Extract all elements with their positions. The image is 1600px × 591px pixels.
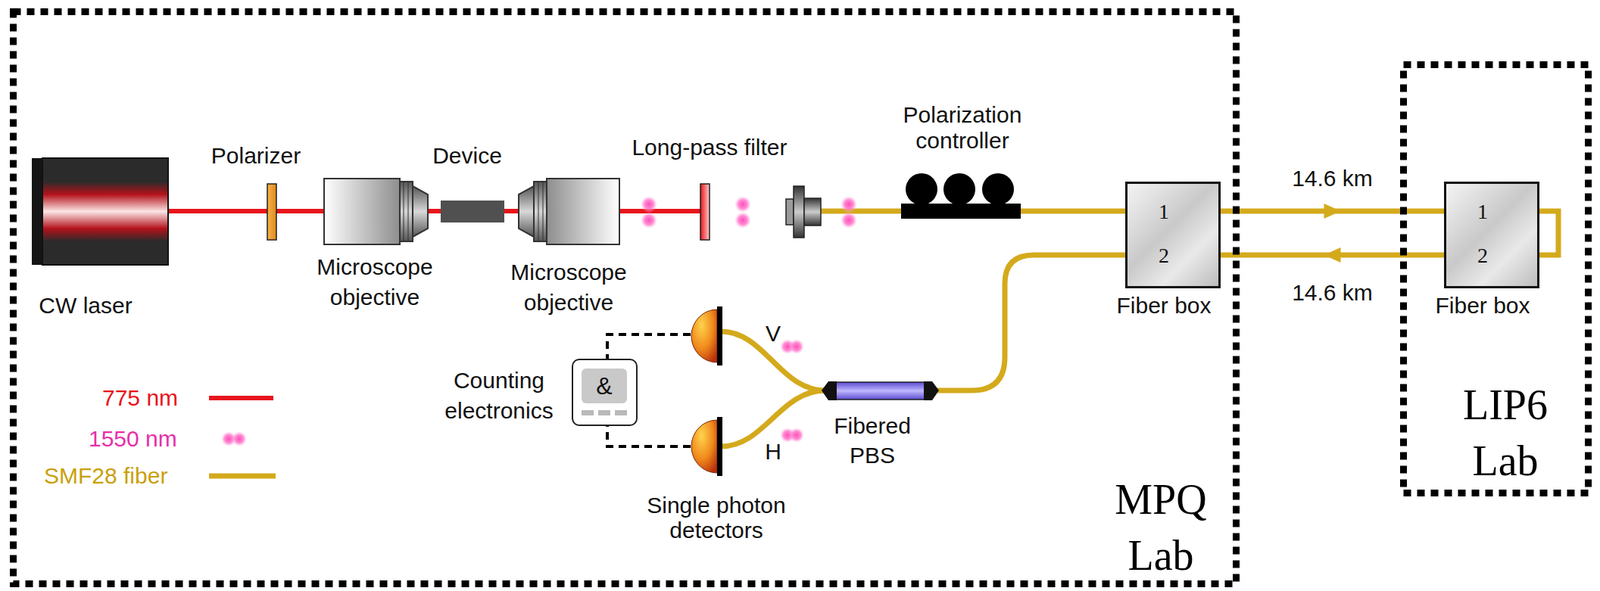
part-label: H [757, 439, 789, 465]
polarizer-symbol [267, 184, 277, 241]
part-label-holder: Single photon detectors [625, 492, 808, 543]
legend-text-holder: 1550 nm [88, 426, 241, 453]
dashed-outline [1403, 65, 1589, 494]
part-label-holder: Device [391, 143, 543, 169]
arrow-head [1324, 247, 1342, 263]
button [614, 410, 627, 416]
port-number: 1 [1127, 199, 1201, 225]
box-label: Fiber box [1080, 293, 1248, 319]
lab-region: LIP6 Lab 1 2Fiber box [1400, 61, 1592, 497]
legend-sample [221, 431, 247, 447]
box-label-holder: Counting electronics [437, 365, 561, 427]
port-number: 1 [1446, 199, 1519, 225]
counting-electronics-box: &Counting electronics [571, 358, 638, 427]
edge-label-holder: 14.6 km [1256, 280, 1409, 306]
part-label-holder: Polarization controller [882, 102, 1042, 154]
pbs-symbol [821, 381, 939, 401]
legend-text: 1550 nm [88, 426, 241, 453]
region-border [9, 8, 1240, 588]
edge-label: 14.6 km [1256, 280, 1409, 306]
port-number-holder: 2 [1446, 243, 1519, 269]
part-label: CW laser [9, 293, 162, 319]
laser-beam [168, 208, 701, 214]
gate-symbol: & [581, 371, 627, 401]
dashed-outline [13, 12, 1237, 585]
part-label: Device [391, 143, 543, 169]
part-label-holder: Microscope objective [299, 252, 451, 313]
filter-symbol [700, 184, 710, 241]
part-label-holder: Polarizer [157, 143, 355, 169]
part-label: V [757, 321, 789, 347]
edge-label: 14.6 km [1256, 165, 1409, 192]
device-symbol [440, 200, 505, 223]
button [581, 410, 594, 416]
region-title-holder: MPQ Lab [1107, 471, 1214, 584]
part-label: Long-pass filter [595, 134, 824, 161]
legend-text: 775 nm [102, 385, 254, 412]
photon-pair [640, 196, 858, 443]
part-label: Fibered PBS [815, 411, 930, 471]
fiber [720, 211, 1129, 447]
legend-text-holder: SMF28 fiber [43, 463, 196, 490]
objective-symbol [324, 178, 428, 245]
legend-sample [208, 396, 274, 401]
region-title: MPQ Lab [1107, 471, 1214, 584]
box-label-holder: Fiber box [1399, 293, 1566, 319]
part-label-holder: Microscope objective [492, 257, 645, 319]
port-number-holder: 1 [1446, 199, 1519, 225]
objective-symbol [518, 178, 620, 245]
legend-text-holder: 775 nm [102, 385, 254, 412]
port-number-holder: 2 [1127, 243, 1201, 269]
detector-symbol [691, 306, 723, 366]
box-label-holder: Fiber box [1080, 293, 1248, 319]
port-number: 2 [1127, 243, 1201, 269]
legend-text: SMF28 fiber [43, 463, 196, 490]
detector-symbol [691, 417, 723, 477]
region-title: LIP6 Lab [1452, 377, 1559, 490]
region-title-holder: LIP6 Lab [1452, 377, 1559, 490]
button [598, 410, 611, 416]
part-label-holder: Fibered PBS [815, 411, 930, 471]
box-label: Counting electronics [437, 365, 561, 427]
fiber-coupler [785, 186, 821, 238]
port-number: 2 [1446, 243, 1519, 269]
edge-label-holder: 14.6 km [1256, 165, 1409, 192]
part-label-holder: H [757, 439, 789, 465]
part-label: Polarizer [157, 143, 355, 169]
fiber-box: 12Fiber box [1125, 181, 1221, 289]
part-label-holder: V [757, 321, 789, 347]
port-number-holder: 1 [1127, 199, 1201, 225]
arrow-head [1324, 203, 1342, 219]
part-label: Polarization controller [882, 102, 1042, 154]
legend-sample [208, 474, 276, 480]
part-label: Microscope objective [492, 257, 645, 319]
part-label: Microscope objective [299, 252, 451, 313]
part-label-holder: Long-pass filter [595, 134, 824, 161]
box-label: Fiber box [1399, 293, 1566, 319]
part-label-holder: CW laser [9, 293, 162, 319]
polarization-controller-symbol [901, 173, 1021, 219]
display-screen: & [581, 368, 627, 404]
laser-symbol [31, 158, 169, 266]
gate-symbol-holder: & [581, 371, 627, 401]
lab-region: MPQ Lab12Fiber box&Counting electronics [9, 8, 1240, 588]
part-label: Single photon detectors [625, 492, 808, 543]
fiber-box: 12Fiber box [1444, 181, 1540, 289]
